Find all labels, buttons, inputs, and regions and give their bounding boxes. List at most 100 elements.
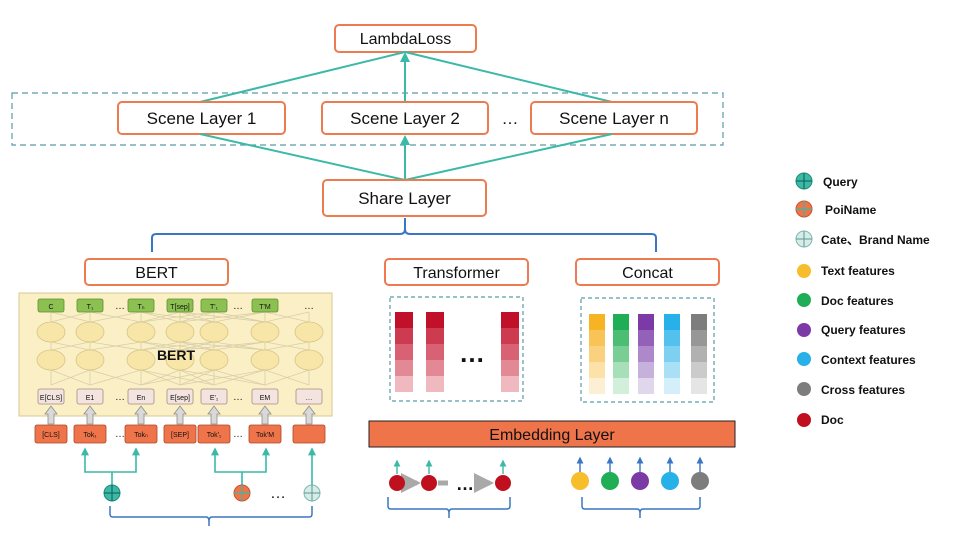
transformer-cell xyxy=(426,344,444,360)
bert-input-token xyxy=(292,424,326,444)
bert-input-arrows xyxy=(44,405,316,425)
bert-hidden-unit xyxy=(165,349,195,371)
concat-cell xyxy=(664,330,680,346)
legend: Query PoiName Cate、Brand Name Text featu… xyxy=(795,172,930,427)
bert-input-token-label: … xyxy=(233,429,243,440)
lambdaloss-label: LambdaLoss xyxy=(360,31,452,48)
query-feature-dot xyxy=(631,472,649,490)
concat-cell xyxy=(691,346,707,362)
transformer-cell xyxy=(501,376,519,392)
legend-label-text-features: Text features xyxy=(821,264,895,278)
bert-input-arrow xyxy=(44,405,58,425)
bert-embedding-token xyxy=(166,388,194,405)
transformer-header-label: Transformer xyxy=(413,265,500,282)
lambdaloss-connectors xyxy=(199,51,613,103)
bert-hidden-unit xyxy=(199,349,229,371)
concat-cell xyxy=(638,330,654,346)
concat-cell xyxy=(589,362,605,378)
doc-dot xyxy=(389,475,405,491)
embedding-layer-box xyxy=(368,420,736,448)
left-inputs-bracket xyxy=(109,506,313,526)
concat-columns xyxy=(589,314,707,394)
bert-output-token-label: Tₙ xyxy=(137,304,144,311)
bert-output-token xyxy=(37,298,65,313)
concat-cell xyxy=(613,346,629,362)
transformer-cell xyxy=(426,376,444,392)
scene-layer-n-label: Scene Layer n xyxy=(559,109,669,128)
legend-label-doc: Doc xyxy=(821,413,844,427)
bert-embedding-token-label: E[sep] xyxy=(170,395,190,402)
transformer-cell xyxy=(426,360,444,376)
red-dot-icon xyxy=(797,413,811,427)
bert-hidden-unit xyxy=(75,321,105,343)
doc-sequence-bracket xyxy=(387,497,511,518)
bert-hidden-unit xyxy=(75,349,105,371)
bert-input-tokens: [CLS]Tok₁…Tokₙ[SEP]Tok'₁…Tok'M xyxy=(34,424,326,444)
doc-sequence-ellipsis: … xyxy=(456,474,474,494)
concat-cell xyxy=(638,346,654,362)
bert-embedding-token xyxy=(295,388,323,405)
legend-label-cate-brand: Cate、Brand Name xyxy=(821,233,930,247)
concat-cell xyxy=(613,330,629,346)
concat-header-box xyxy=(575,258,720,286)
bert-output-token-label: … xyxy=(304,301,314,312)
bert-input-token-label: [CLS] xyxy=(42,432,60,439)
bert-embedding-token-label: EM xyxy=(260,395,271,402)
bert-header-label: BERT xyxy=(135,265,178,282)
bert-input-arrow xyxy=(207,405,221,425)
bert-output-token xyxy=(166,298,194,313)
bert-output-token-label: T'₁ xyxy=(210,304,219,311)
concat-cell xyxy=(638,314,654,330)
share-bracket xyxy=(151,218,657,252)
legend-label-query-features: Query features xyxy=(821,323,906,337)
share-connectors xyxy=(199,133,613,181)
context-feature-dot xyxy=(661,472,679,490)
concat-cell xyxy=(691,378,707,394)
bert-input-token-label: Tok'₁ xyxy=(207,432,222,439)
bert-input-token xyxy=(73,424,107,444)
bert-attention-mesh xyxy=(50,311,310,386)
embedding-layer-label: Embedding Layer xyxy=(489,427,615,444)
bert-embedding-token xyxy=(251,388,279,405)
scene-layer-1-label: Scene Layer 1 xyxy=(147,109,257,128)
gray-dot-icon xyxy=(797,382,811,396)
concat-cell xyxy=(691,362,707,378)
share-layer-box xyxy=(322,179,487,217)
bert-input-token-label: … xyxy=(115,429,125,440)
concat-cell xyxy=(664,314,680,330)
bert-embedding-token-label: E1 xyxy=(86,395,95,402)
doc-feature-dot xyxy=(601,472,619,490)
scene-layer-2-box xyxy=(321,101,489,135)
bert-input-token-label: Tokₙ xyxy=(134,432,148,439)
legend-label-doc-features: Doc features xyxy=(821,294,894,308)
bert-input-arrow xyxy=(134,405,148,425)
blue-dot-icon xyxy=(797,352,811,366)
bert-output-token-label: T₁ xyxy=(87,304,94,311)
bert-input-arrow xyxy=(258,405,272,425)
cross-circle-light-teal-icon xyxy=(795,230,813,248)
transformer-cell xyxy=(395,376,413,392)
bert-output-token xyxy=(76,298,104,313)
transformer-dashed-region xyxy=(389,296,524,402)
poiname-input-icon xyxy=(233,484,251,502)
concat-cell xyxy=(691,330,707,346)
features-bracket xyxy=(581,497,701,518)
concat-cell xyxy=(613,378,629,394)
concat-cell xyxy=(664,346,680,362)
transformer-cell xyxy=(501,328,519,344)
concat-cell xyxy=(638,378,654,394)
legend-label-poiname: PoiName xyxy=(825,203,877,217)
transformer-header-box xyxy=(384,258,529,286)
bert-hidden-unit xyxy=(250,349,280,371)
scene-layer-2-label: Scene Layer 2 xyxy=(350,109,460,128)
bert-header-box xyxy=(84,258,229,286)
bert-input-arrow xyxy=(173,405,187,425)
concat-header-label: Concat xyxy=(622,265,673,282)
bert-input-token xyxy=(163,424,197,444)
concat-cell xyxy=(589,378,605,394)
transformer-cell xyxy=(501,312,519,328)
bert-hidden-unit xyxy=(165,321,195,343)
cross-circle-teal-icon xyxy=(795,172,813,190)
bert-output-token-label: … xyxy=(115,301,125,312)
